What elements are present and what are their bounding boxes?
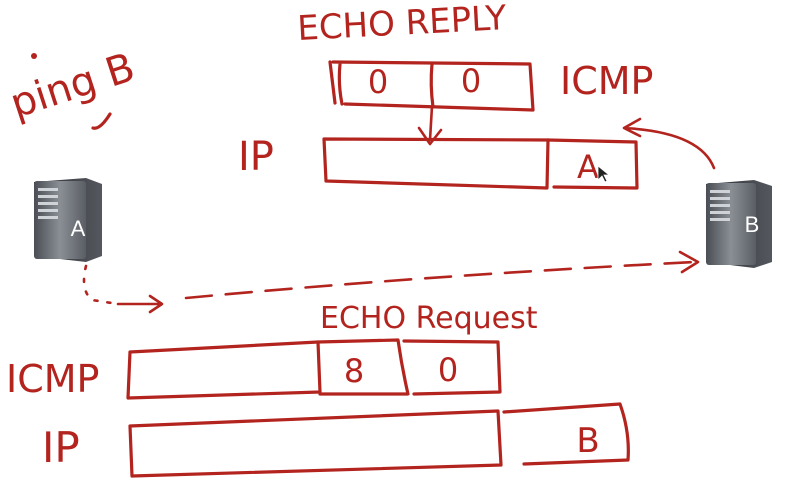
- server-b-label: B: [745, 212, 760, 237]
- request-icmp-code: 0: [438, 351, 458, 389]
- reply-icmp-code: 0: [461, 62, 481, 100]
- reply-ip-datagram: A: [322, 137, 639, 190]
- echo-request-group: ECHO Request ICMP 8 0 IP B: [6, 301, 630, 478]
- ping-label: ping B: [5, 44, 140, 127]
- reply-encapsulation-arrow: [417, 104, 443, 146]
- echo-reply-group: ECHO REPLY 0 0 ICMP A IP: [238, 0, 716, 190]
- echo-reply-label: ECHO REPLY: [296, 0, 507, 49]
- reply-ip-label: IP: [238, 134, 274, 180]
- request-path: [82, 250, 700, 314]
- ping-underline: [91, 112, 112, 130]
- server-a-label: A: [71, 216, 86, 241]
- request-ip-datagram: B: [128, 402, 630, 478]
- server-a-icon: A: [34, 178, 102, 262]
- echo-request-label: ECHO Request: [320, 301, 538, 336]
- reply-icmp-header: 0 0: [328, 60, 535, 112]
- mouse-cursor-icon: [597, 165, 611, 183]
- reply-ip-dest: A: [577, 148, 599, 186]
- request-icmp-type: 8: [344, 352, 364, 390]
- request-icmp-message: 8 0: [126, 338, 502, 400]
- request-ip-dest: B: [576, 421, 599, 461]
- ping-annotation: ping B: [5, 44, 140, 130]
- server-b-icon: B: [706, 180, 772, 268]
- request-ip-label: IP: [42, 423, 80, 472]
- reply-origin-arrow: [622, 117, 716, 170]
- request-icmp-label: ICMP: [6, 357, 99, 401]
- reply-icmp-type: 0: [368, 63, 388, 101]
- reply-icmp-label: ICMP: [560, 59, 653, 103]
